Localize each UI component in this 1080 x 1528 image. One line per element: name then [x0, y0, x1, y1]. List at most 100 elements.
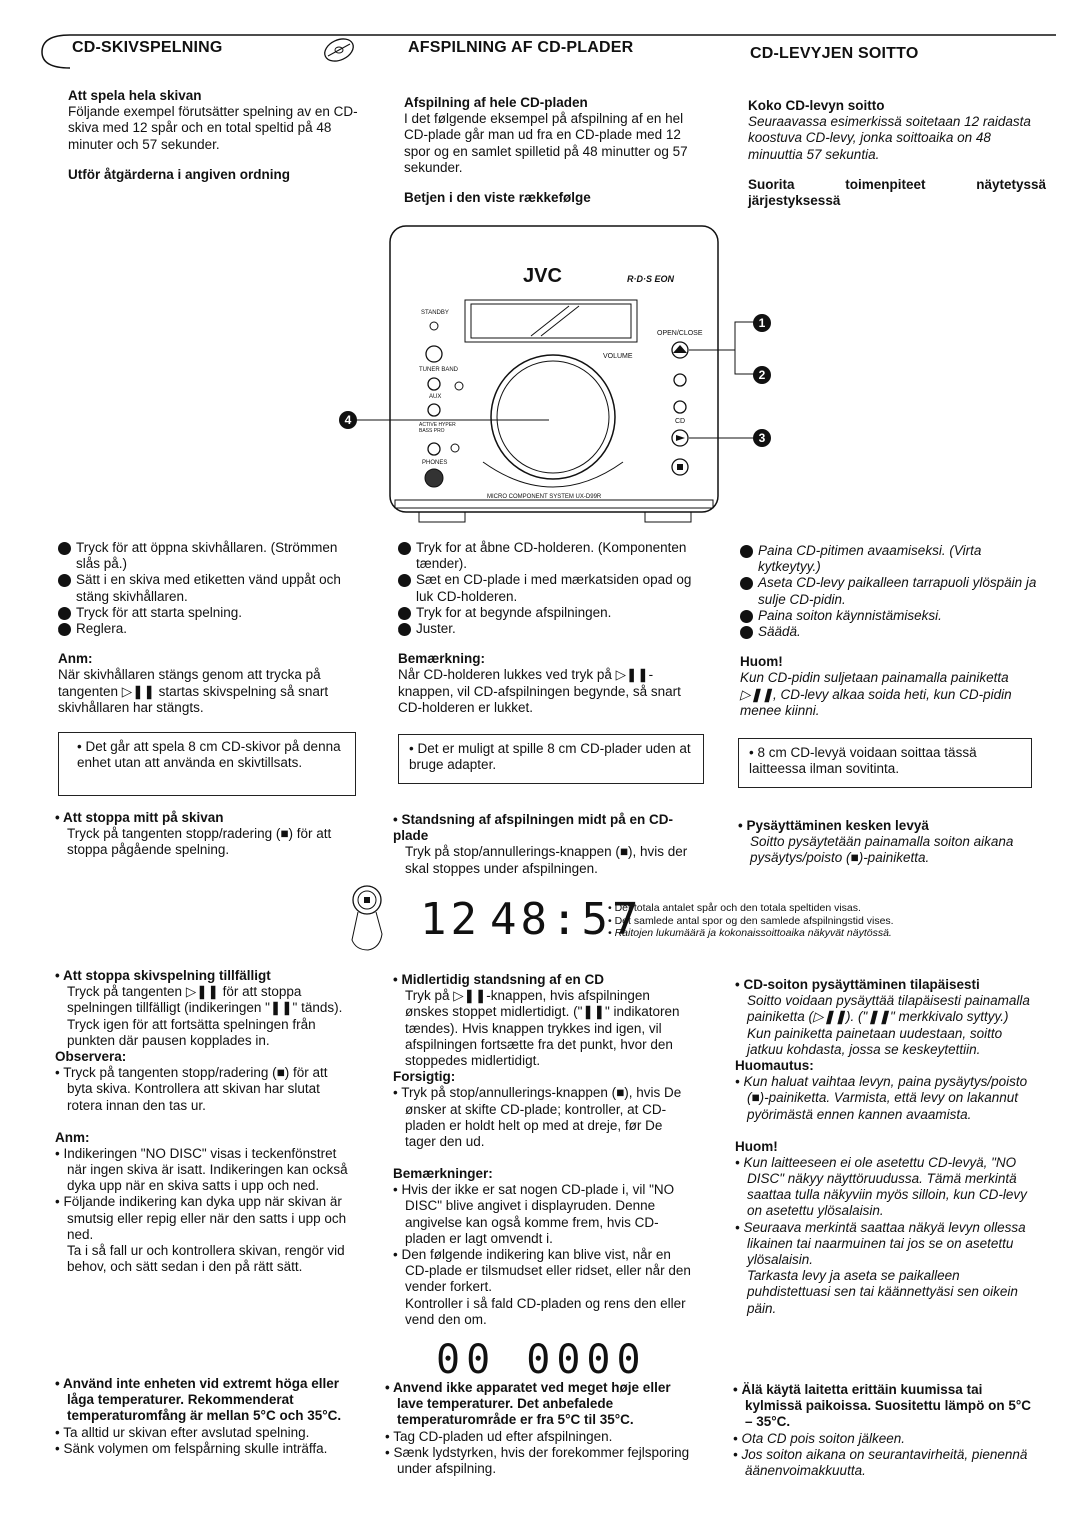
- se-note-text: När skivhållaren stängs genom att trycka…: [58, 667, 329, 715]
- cd-disc-icon: [324, 38, 354, 62]
- dk-anm2-b2b: Kontroller i så fald CD-pladen og rens d…: [405, 1295, 686, 1327]
- fi-warn-2: • Ota CD pois soiton jälkeen.: [733, 1430, 906, 1446]
- brand-logo: JVC: [523, 265, 562, 287]
- display-legend: • Det totala antalet spår och den totala…: [608, 902, 1028, 940]
- fi-stop-text: Soitto pysäytetään painamalla soiton aik…: [750, 834, 1014, 866]
- header-se: CD-SKIVSPELNING: [72, 39, 223, 56]
- dk-note-title: Bemærkning:: [398, 651, 486, 667]
- fi-obs-text: • Kun haluat vaihtaa levyn, paina pysäyt…: [735, 1074, 1028, 1122]
- dk-note-text: Når CD-holderen lukkes ved tryk på ▷❚❚-k…: [398, 667, 681, 715]
- dk-intro: Afspilning af hele CD-pladen I det følge…: [404, 95, 710, 206]
- dk-anm2-b2: • Den følgende indikering kan blive vist…: [393, 1247, 691, 1295]
- se-stop-text: Tryck på tangenten stopp/radering (■) fö…: [67, 826, 332, 858]
- fi-stop-title: • Pysäyttäminen kesken levyä: [738, 818, 929, 833]
- open-close-label: OPEN/CLOSE: [657, 330, 703, 337]
- standby-label: STANDBY: [421, 310, 449, 316]
- callout-3: 3: [753, 429, 771, 447]
- se-order-title: Utför åtgärderna i angiven ordning: [68, 166, 291, 182]
- fi-intro: Koko CD-levyn soitto Seuraavassa esimerk…: [748, 98, 1046, 209]
- display-track: 12: [420, 894, 481, 945]
- fi-warnings: • Älä käytä laitetta erittäin kuumissa t…: [733, 1382, 1035, 1479]
- display-illustration: 12 48:57 • Det totala antalet spår och d…: [340, 882, 1040, 962]
- dk-warn-2: • Tag CD-pladen ud efter afspilningen.: [385, 1428, 613, 1444]
- se-box-text: • Det går att spela 8 cm CD-skivor på de…: [77, 739, 341, 771]
- fi-pause-text: Soitto voidaan pysäyttää tilapäisesti pa…: [747, 993, 1030, 1057]
- se-anm2-b2b: Ta i så fall ur och kontrollera skivan, …: [67, 1243, 345, 1275]
- se-warnings: • Använd inte enheten vid extremt höga e…: [55, 1376, 350, 1457]
- dk-pause-title: • Midlertidig standsning af en CD: [393, 972, 604, 987]
- se-obs-title: Observera:: [55, 1048, 127, 1064]
- fi-anm2-title: Huom!: [735, 1138, 778, 1154]
- fi-note-text: Kun CD-pidin suljetaan painamalla painik…: [740, 670, 1012, 718]
- device-outline: [355, 225, 755, 523]
- dk-warn-1: • Anvend ikke apparatet ved meget høje e…: [385, 1380, 671, 1428]
- fi-anm2-b1: • Kun laitteeseen ei ole asetettu CD-lev…: [735, 1154, 1027, 1219]
- fi-info-box: • 8 cm CD-levyä voidaan soittaa tässä la…: [738, 738, 1032, 788]
- dk-warnings: • Anvend ikke apparatet ved meget høje e…: [385, 1380, 690, 1477]
- dk-stop-title: • Standsning af afspilningen midt på en …: [393, 812, 673, 844]
- header-bar: CD-SKIVSPELNING AFSPILNING AF CD-PLADER …: [30, 30, 1056, 70]
- finger-press-icon: [351, 885, 383, 951]
- se-play-text: Följande exempel förutsätter spelning av…: [68, 104, 358, 152]
- fi-anm2-b2b: Tarkasta levy ja aseta se paikalleen puh…: [747, 1268, 1018, 1316]
- se-stop-title: • Att stoppa mitt på skivan: [55, 810, 224, 825]
- fi-stop: • Pysäyttäminen kesken levyä Soitto pysä…: [738, 818, 1040, 867]
- dk-anm2-b1: • Hvis der ikke er sat nogen CD-plade i,…: [393, 1182, 675, 1246]
- se-anm2-b2: • Följande indikering kan dyka upp när s…: [55, 1194, 347, 1242]
- se-stop: • Att stoppa mitt på skivan Tryck på tan…: [55, 810, 355, 859]
- fi-pause-title: • CD-soiton pysäyttäminen tilapäisesti: [735, 977, 980, 992]
- fi-obs-title: Huomautus:: [735, 1057, 814, 1073]
- header-dk: AFSPILNING AF CD-PLADER: [408, 39, 634, 56]
- display-legend-se: • Det totala antalet spår och den totala…: [608, 902, 861, 914]
- se-play-title: Att spela hela skivan: [68, 88, 202, 103]
- dk-stop-text: Tryk på stop/annullerings-knappen (■), h…: [405, 844, 688, 876]
- dk-stop: • Standsning af afspilningen midt på en …: [393, 812, 703, 877]
- fi-warn-3: • Jos soiton aikana on seurantavirheitä,…: [733, 1446, 1028, 1478]
- fi-warn-1: • Älä käytä laitetta erittäin kuumissa t…: [733, 1382, 1031, 1430]
- tuner-label: TUNER BAND: [419, 367, 459, 373]
- se-note-title: Anm:: [58, 651, 93, 667]
- fi-anm2-b2: • Seuraava merkintä saattaa näkyä levyn …: [735, 1219, 1026, 1267]
- fi-pause: • CD-soiton pysäyttäminen tilapäisesti S…: [735, 977, 1035, 1317]
- dk-obs-text: • Tryk på stop/annullerings-knappen (■),…: [393, 1085, 682, 1149]
- dk-play-text: I det følgende eksempel på afspilning af…: [404, 111, 688, 175]
- aux-label: AUX: [429, 394, 442, 400]
- dk-play-title: Afspilning af hele CD-pladen: [404, 95, 588, 110]
- fi-note-title: Huom!: [740, 654, 783, 670]
- se-warn-1: • Använd inte enheten vid extremt höga e…: [55, 1376, 342, 1424]
- dk-order-title: Betjen i den viste rækkefølge: [404, 189, 591, 205]
- fi-play-title: Koko CD-levyn soitto: [748, 98, 885, 113]
- display-legend-dk: • Det samlede antal spor og den samlede …: [608, 914, 894, 927]
- se-anm2-b1: • Indikeringen "NO DISC" visas i teckenf…: [55, 1145, 348, 1194]
- callout-4: 4: [339, 411, 357, 429]
- callout-2: 2: [753, 366, 771, 384]
- dk-warn-3: • Sænk lydstyrken, hvis der forekommer f…: [385, 1444, 690, 1476]
- fi-order-title: Suorita toimenpiteet näytetyssä järjesty…: [748, 176, 1046, 208]
- se-pause-text: Tryck på tangenten ▷❚❚ för att stoppa sp…: [67, 984, 343, 1048]
- dk-obs-title: Forsigtig:: [393, 1069, 456, 1085]
- phones-label: PHONES: [422, 460, 448, 466]
- header-frame: [41, 34, 1056, 69]
- dk-pause-text: Tryk på ▷❚❚-knappen, hvis afspilningen ø…: [405, 988, 680, 1068]
- se-obs-text: • Tryck på tangenten stopp/radering (■) …: [55, 1065, 328, 1113]
- error-display: 00 0000: [436, 1337, 647, 1383]
- se-pause: • Att stoppa skivspelning tillfälligt Tr…: [55, 968, 353, 1275]
- se-warn-2: • Ta alltid ur skivan efter avslutad spe…: [55, 1424, 310, 1440]
- se-warn-3: • Sänk volymen om felspårning skulle int…: [55, 1440, 328, 1456]
- rds-logo: R·D·S EON: [627, 274, 674, 284]
- dk-anm2-title: Bemærkninger:: [393, 1166, 493, 1182]
- dk-info-box: • Det er muligt at spille 8 cm CD-plader…: [398, 734, 704, 784]
- model-label: MICRO COMPONENT SYSTEM UX-D99R: [487, 494, 602, 500]
